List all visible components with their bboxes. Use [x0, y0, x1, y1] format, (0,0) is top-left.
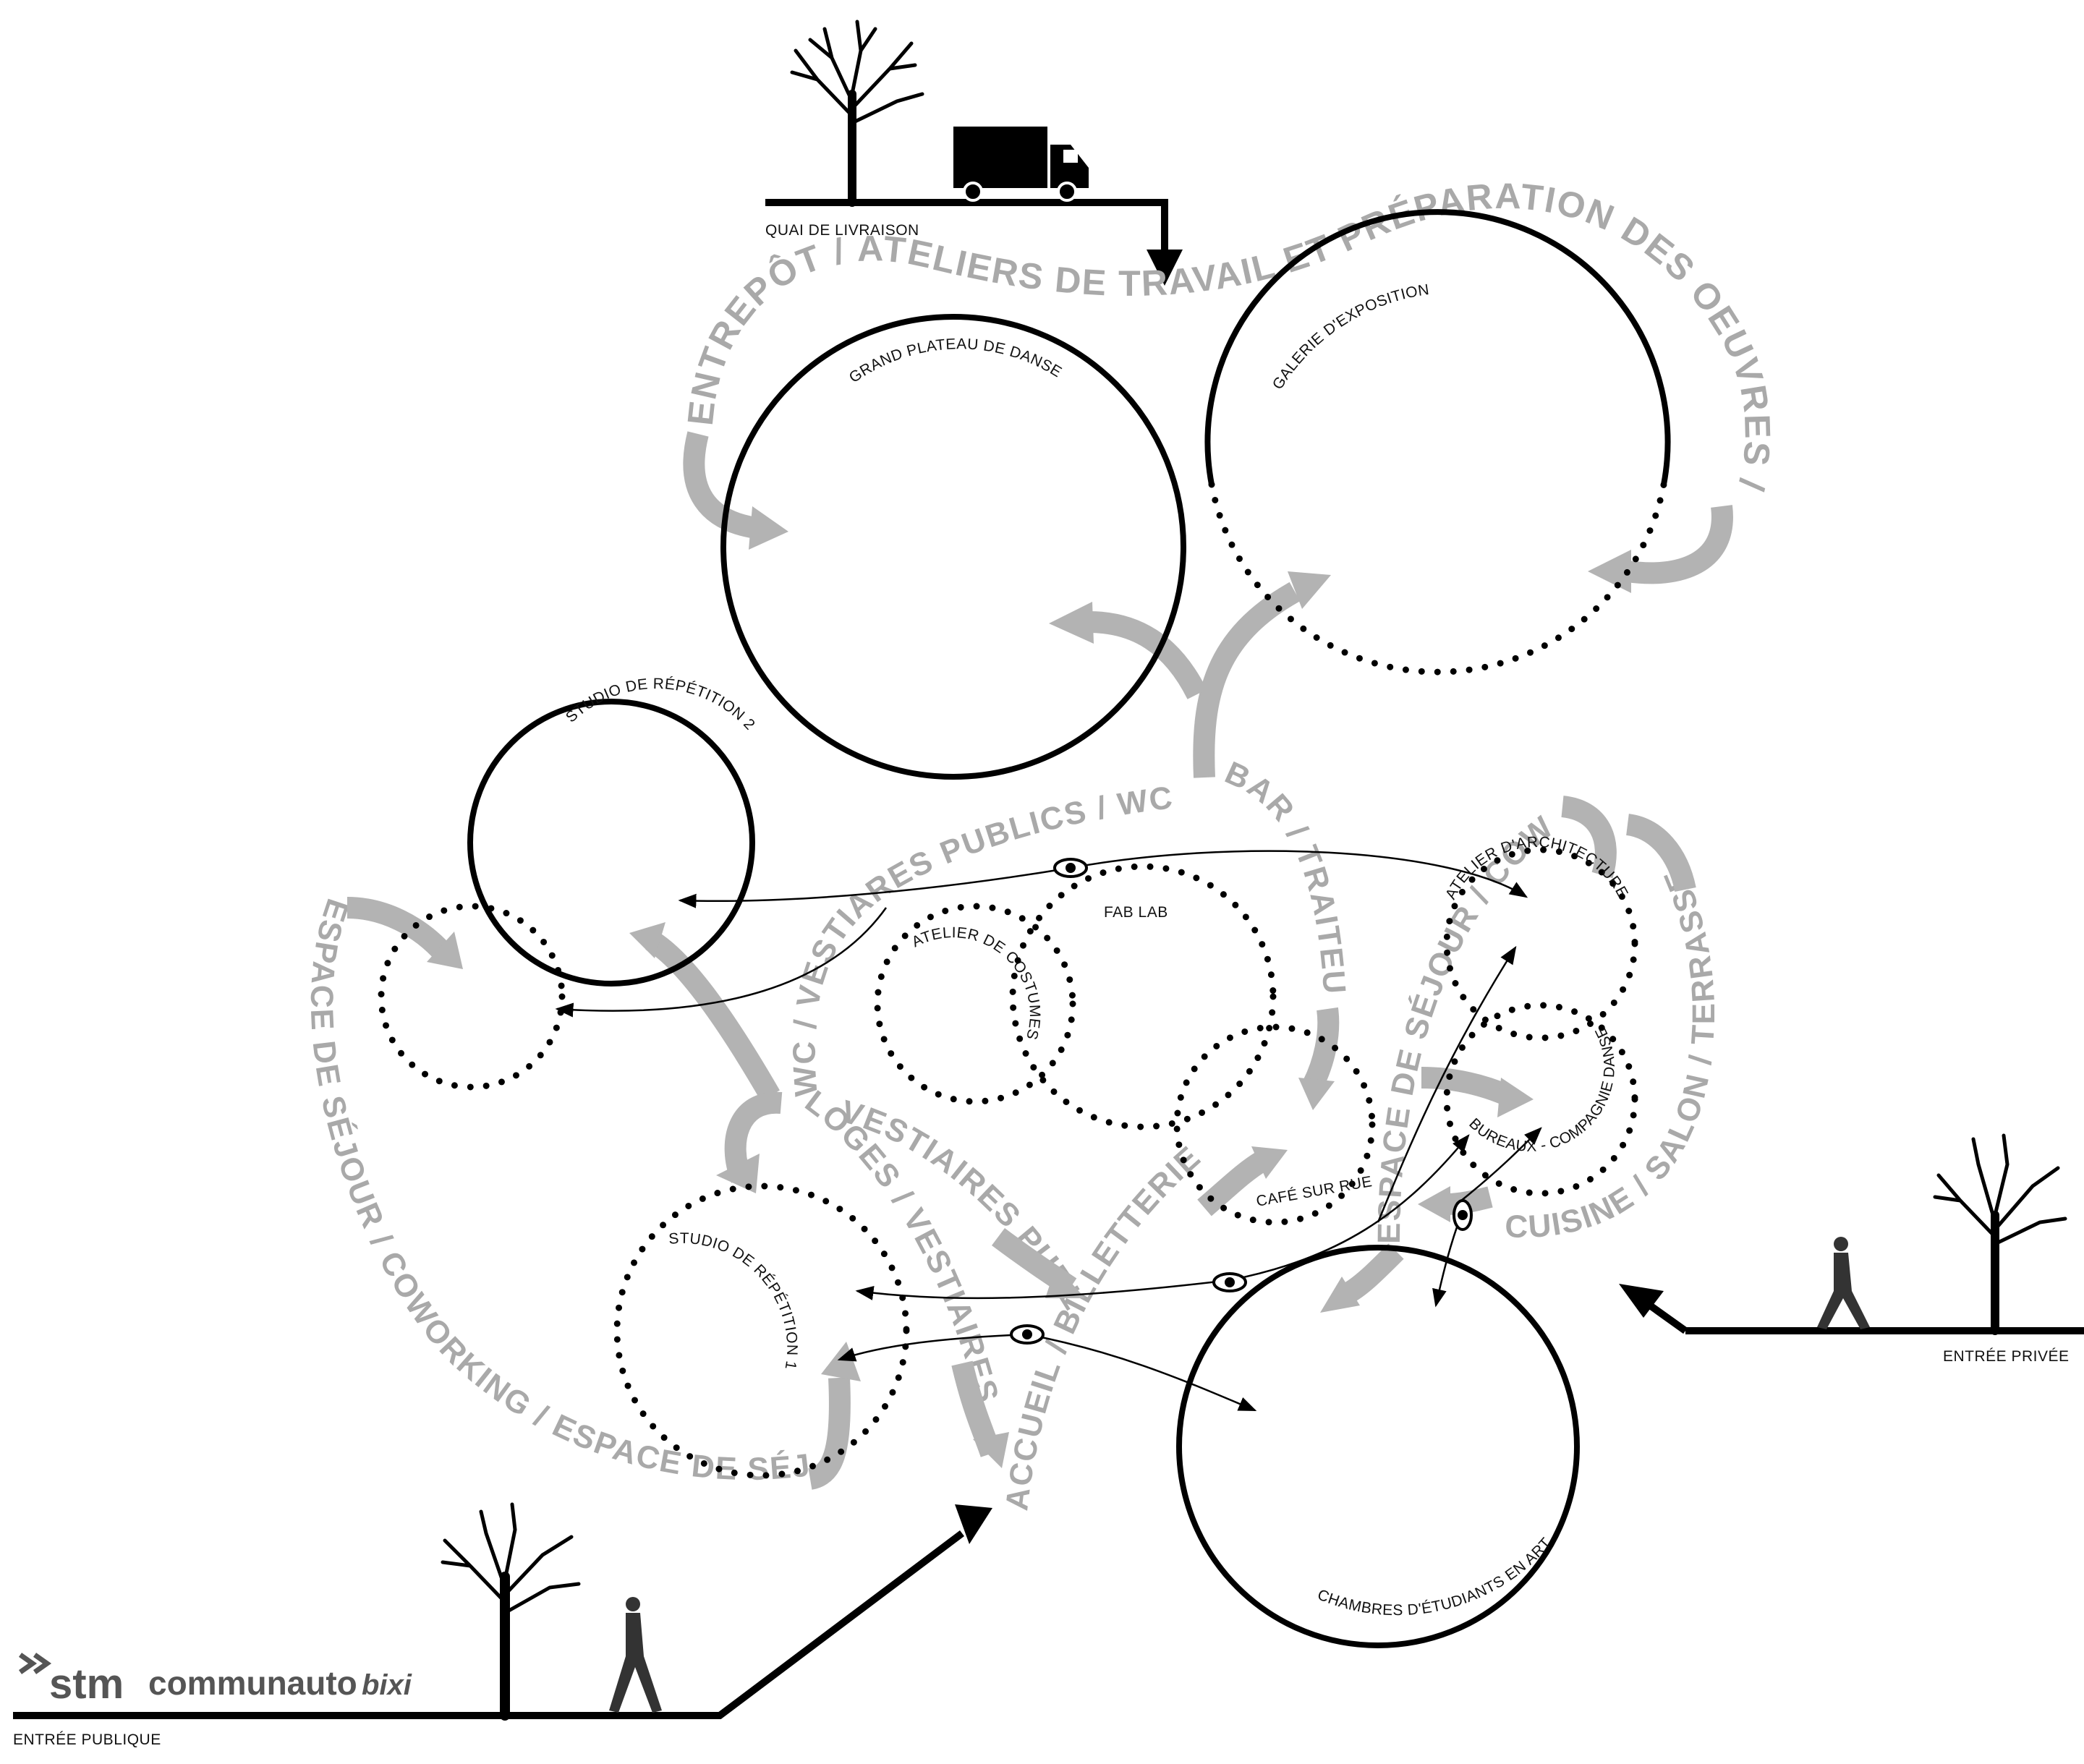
space-studio-2-label: STUDIO DE RÉPÉTITION 2: [563, 676, 758, 733]
space-grand-plateau: GRAND PLATEAU DE DANSE: [723, 317, 1183, 777]
zone-bar-traiteur: BAR / TRAITEUR: [0, 0, 1352, 996]
eye-icon: [1055, 859, 1086, 877]
space-chambres: CHAMBRES D'ÉTUDIANTS EN ART: [1179, 1248, 1577, 1645]
entree-privee-label: ENTRÉE PRIVÉE: [1943, 1348, 2070, 1365]
stm-chevron-icon: [20, 1655, 47, 1672]
truck-icon: [953, 127, 1089, 200]
zone-entrepot: ENTREPÔT / ATELIERS DE TRAVAIL ET PRÉPAR…: [0, 0, 1778, 508]
space-atelier-costumes: ATELIER DE COSTUMES: [877, 906, 1073, 1102]
space-atelier-costumes-label: ATELIER DE COSTUMES: [909, 924, 1043, 1041]
pedestrian-icon: [609, 1597, 662, 1713]
space-studio-2: STUDIO DE RÉPÉTITION 2: [470, 676, 758, 984]
space-studio-1: STUDIO DE RÉPÉTITION 1: [617, 1186, 906, 1475]
stm-logo: stm: [49, 1661, 124, 1708]
zone-sejour-left: ESPACE DE SÉJOUR / COWORKING / ESPACE DE…: [0, 0, 813, 1487]
space-chambres-label: CHAMBRES D'ÉTUDIANTS EN ART: [1315, 1535, 1555, 1619]
zone-vestiaires-publics-2: VESTIAIRES PUBLICS: [0, 0, 1092, 1316]
space-bureaux: BUREAUX - COMPAGNIE DANSE: [1447, 1005, 1635, 1193]
eye-icon: [1214, 1274, 1246, 1291]
space-cafe-label: CAFÉ SUR RUE: [1255, 1173, 1374, 1210]
transit-logos: stm communauto bixi: [20, 1655, 412, 1708]
entree-publique-label: ENTRÉE PUBLIQUE: [13, 1731, 161, 1748]
space-galerie-label: GALERIE D'EXPOSITION: [1269, 281, 1431, 393]
bixi-logo: bixi: [362, 1669, 412, 1701]
space-grand-plateau-label: GRAND PLATEAU DE DANSE: [846, 336, 1065, 386]
eye-icon: [1454, 1201, 1471, 1230]
entree-publique: ENTRÉE PUBLIQUE stm communauto bixi: [13, 1504, 992, 1748]
space-fab-lab-label: FAB LAB: [1104, 904, 1168, 921]
tree-icon: [443, 1504, 579, 1716]
entree-privee: ENTRÉE PRIVÉE: [1619, 1135, 2084, 1365]
space-fab-lab: FAB LAB: [1013, 866, 1273, 1127]
space-studio-1-label: STUDIO DE RÉPÉTITION 1: [668, 1230, 800, 1371]
eye-icon: [1011, 1326, 1043, 1343]
pedestrian-icon: [1817, 1237, 1870, 1329]
tree-icon: [792, 22, 922, 203]
tree-icon: [1935, 1135, 2065, 1331]
communauto-logo: communauto: [148, 1664, 357, 1702]
